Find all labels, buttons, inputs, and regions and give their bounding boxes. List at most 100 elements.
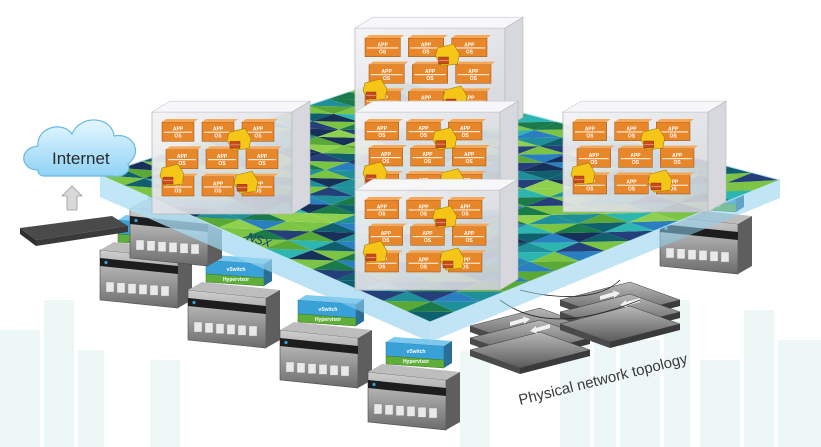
app-label: APP <box>418 126 429 132</box>
os-label: OS <box>470 76 478 82</box>
firewall-icon <box>432 127 458 150</box>
os-label: OS <box>420 211 428 217</box>
hypervisor-label: Hypervisor <box>223 277 249 283</box>
app-label: APP <box>672 153 683 159</box>
os-label: OS <box>628 187 636 193</box>
os-label: OS <box>674 160 682 166</box>
app-label: APP <box>585 126 596 132</box>
os-label: OS <box>218 161 226 167</box>
os-label: OS <box>383 76 391 82</box>
cloud-icon: Internet <box>23 119 136 177</box>
os-label: OS <box>254 188 262 194</box>
app-label: APP <box>381 152 392 158</box>
app-label: APP <box>630 153 641 159</box>
os-label: OS <box>420 265 428 271</box>
firewall-icon <box>362 240 388 264</box>
vswitch-label: vSwitch <box>227 267 246 273</box>
os-label: OS <box>590 160 598 166</box>
firewall-icon <box>362 78 388 102</box>
app-label: APP <box>468 69 479 75</box>
firewall-icon <box>432 205 458 229</box>
app-label: APP <box>626 126 637 132</box>
os-label: OS <box>586 187 594 193</box>
vm-container-box: APPOSAPPOSAPPOSAPPOSAPPOSAPPOSAPPOSAPPOS… <box>353 178 520 291</box>
app-label: APP <box>213 181 224 187</box>
os-label: OS <box>424 238 432 244</box>
firewall-icon <box>226 128 252 151</box>
app-label: APP <box>460 204 471 210</box>
vm-container-box: APPOSAPPOSAPPOSAPPOSAPPOSAPPOSAPPOSAPPOS… <box>150 100 312 215</box>
app-label: APP <box>464 42 475 48</box>
app-label: APP <box>382 69 393 75</box>
app-label: APP <box>422 231 433 237</box>
app-label: APP <box>464 96 475 102</box>
os-label: OS <box>462 265 470 271</box>
os-label: OS <box>462 133 470 139</box>
os-label: OS <box>214 134 222 140</box>
app-label: APP <box>173 127 184 133</box>
app-label: APP <box>589 153 600 159</box>
firewall-icon <box>647 169 673 193</box>
vswitch-label: vSwitch <box>407 349 426 355</box>
os-label: OS <box>586 133 594 139</box>
hypervisor-label: Hypervisor <box>403 359 429 365</box>
os-label: OS <box>214 188 222 194</box>
os-label: OS <box>466 159 474 165</box>
app-label: APP <box>378 42 389 48</box>
os-label: OS <box>254 134 262 140</box>
firewall-icon <box>435 43 460 67</box>
app-label: APP <box>668 180 679 186</box>
os-label: OS <box>422 49 430 55</box>
app-label: APP <box>377 204 388 210</box>
os-label: OS <box>258 161 266 167</box>
app-label: APP <box>177 154 188 160</box>
app-label: APP <box>422 152 433 158</box>
app-label: APP <box>217 154 228 160</box>
firewall-icon <box>640 127 666 151</box>
app-label: APP <box>253 127 264 133</box>
app-label: APP <box>626 180 637 186</box>
app-label: APP <box>464 152 475 158</box>
app-label: APP <box>377 126 388 132</box>
os-label: OS <box>420 133 428 139</box>
os-label: OS <box>382 238 390 244</box>
physical-switch-group <box>469 279 681 374</box>
os-label: OS <box>382 159 390 165</box>
app-label: APP <box>253 181 264 187</box>
vm-box-group: APPOSAPPOSAPPOSAPPOSAPPOSAPPOSAPPOSAPPOS… <box>150 16 728 291</box>
app-label: APP <box>421 42 432 48</box>
os-label: OS <box>379 49 387 55</box>
app-label: APP <box>418 204 429 210</box>
os-label: OS <box>628 133 636 139</box>
os-label: OS <box>424 159 432 165</box>
firewall-icon <box>439 247 465 271</box>
app-label: APP <box>418 258 429 264</box>
os-label: OS <box>174 134 182 140</box>
